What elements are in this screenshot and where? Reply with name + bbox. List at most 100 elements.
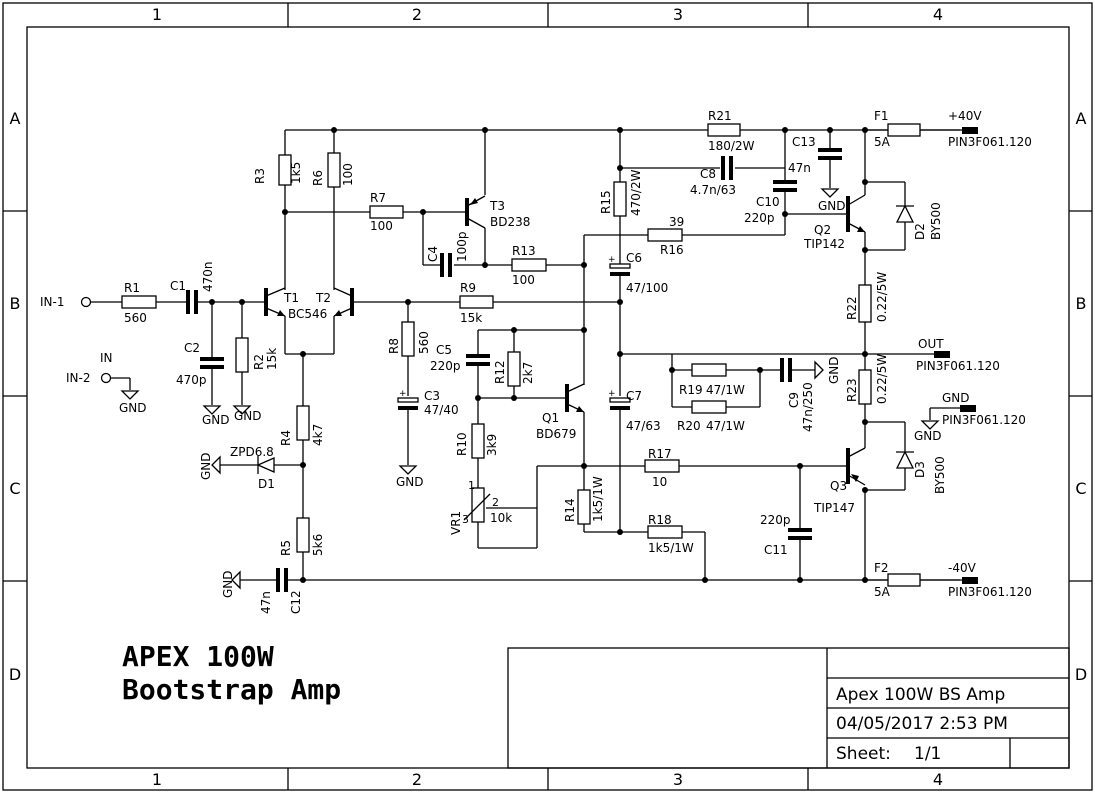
transistor-t1	[264, 287, 286, 317]
diode-d2	[895, 204, 915, 223]
ground-symbol	[814, 360, 824, 380]
svg-text:+: +	[399, 389, 407, 399]
value-label: 39	[669, 215, 684, 229]
value-label: BC546	[288, 307, 327, 321]
resistor-r20-label: R20	[677, 419, 701, 433]
capacitor-c10	[773, 180, 797, 192]
resistor-r20	[691, 400, 727, 414]
resistor-r10	[471, 423, 485, 459]
ref-label: R10	[455, 432, 469, 456]
ground-symbol	[211, 455, 221, 475]
value-label: 47/63	[626, 419, 661, 433]
zener-diode-d1	[256, 456, 275, 474]
value-label: 1k5/1W	[591, 476, 605, 522]
pin-minus40	[962, 577, 978, 584]
title-block-title: Apex 100W BS Amp	[836, 685, 1005, 705]
value-label: 4k7	[311, 424, 325, 446]
capacitor-c3: +	[397, 389, 419, 410]
row-label: B	[1076, 294, 1087, 313]
value-label: BD679	[536, 427, 576, 441]
col-label: 4	[933, 5, 943, 24]
ref-label: R4	[279, 430, 293, 446]
ref-label: R16	[660, 243, 684, 257]
value-label: BY500	[929, 202, 943, 240]
value-label: 5A	[874, 135, 891, 149]
value-label: 47/40	[424, 403, 459, 417]
port-label: IN	[100, 351, 113, 365]
capacitor-c12	[276, 568, 288, 592]
port-label: IN-2	[66, 371, 90, 385]
resistor-r12	[507, 351, 521, 387]
ref-label: Q2	[814, 223, 831, 237]
ref-label: Q3	[830, 479, 847, 493]
ref-label: T2	[315, 291, 331, 305]
value-label: 180/2W	[708, 139, 755, 153]
pin-label: 2	[492, 496, 499, 509]
value-label: 15k	[460, 311, 482, 325]
capacitor-c9	[780, 358, 792, 382]
col-label: 1	[152, 5, 162, 24]
ref-label: R9	[460, 281, 476, 295]
value-label: TIP142	[803, 237, 845, 251]
ref-label: F2	[874, 561, 889, 575]
col-label: 1	[152, 770, 162, 789]
capacitor-c2	[200, 357, 224, 369]
ground-label: GND	[914, 429, 942, 443]
ref-label: Q1	[542, 411, 559, 425]
row-label: D	[1075, 665, 1087, 684]
ground-label: GND	[202, 413, 230, 427]
component-labels: IN-1 IN-2 IN GND R1 560 C1 470n C2 470p …	[40, 109, 1032, 614]
value-label: 100	[370, 219, 393, 233]
value-label: 220p	[744, 211, 775, 225]
value-label: 47/1W	[706, 419, 745, 433]
resistor-r8	[401, 321, 415, 357]
grid-labels: 1 2 3 4 1 2 3 4 A B C D A B C D	[9, 5, 1087, 789]
ref-label: R5	[279, 540, 293, 556]
value-label: 470n	[201, 261, 215, 292]
row-label: D	[9, 665, 21, 684]
ref-label: T3	[489, 199, 505, 213]
ref-label: R7	[370, 191, 386, 205]
ref-label: C5	[436, 343, 452, 357]
pin-name: PIN3F061.120	[948, 135, 1032, 149]
ground-label: GND	[199, 452, 213, 480]
ref-label: C12	[289, 590, 303, 614]
row-label: A	[1076, 109, 1087, 128]
ref-label: C7	[626, 389, 642, 403]
value-label: 47n/250	[801, 382, 815, 432]
fuse-f1	[887, 123, 921, 137]
ground-label: GND	[827, 356, 841, 384]
col-label: 3	[673, 5, 683, 24]
transistor-q2	[835, 194, 866, 233]
resistor-r15	[613, 181, 627, 217]
ground-symbol	[820, 188, 840, 198]
value-label: 560	[124, 311, 147, 325]
ref-label: R17	[648, 447, 672, 461]
col-label: 2	[412, 770, 422, 789]
ground-label: GND	[818, 199, 846, 213]
ref-label: F1	[874, 109, 889, 123]
ref-label: R23	[845, 378, 859, 402]
value-label: 220p	[760, 513, 791, 527]
ref-label: R2	[252, 354, 266, 370]
ref-label: C3	[424, 389, 440, 403]
input-terminal-in2	[100, 372, 112, 384]
port-label: +40V	[948, 109, 982, 123]
ground-label: GND	[221, 570, 235, 598]
resistor-r19	[691, 363, 727, 377]
heading-line1: APEX 100W	[122, 640, 274, 673]
ref-label: R15	[599, 190, 613, 214]
ref-label: R1	[124, 281, 140, 295]
value-label: 5k6	[311, 534, 325, 556]
resistor-r13	[511, 258, 547, 272]
title-block-sheet-label: Sheet:	[836, 744, 891, 764]
value-label: 10	[652, 475, 667, 489]
capacitor-c1	[186, 290, 198, 314]
pin-name: PIN3F061.120	[916, 359, 1000, 373]
value-label: 560	[417, 331, 431, 354]
value-label: 100	[512, 273, 535, 287]
resistor-r7	[369, 205, 404, 219]
value-label: 47n	[788, 161, 811, 175]
resistor-r1	[121, 295, 157, 309]
